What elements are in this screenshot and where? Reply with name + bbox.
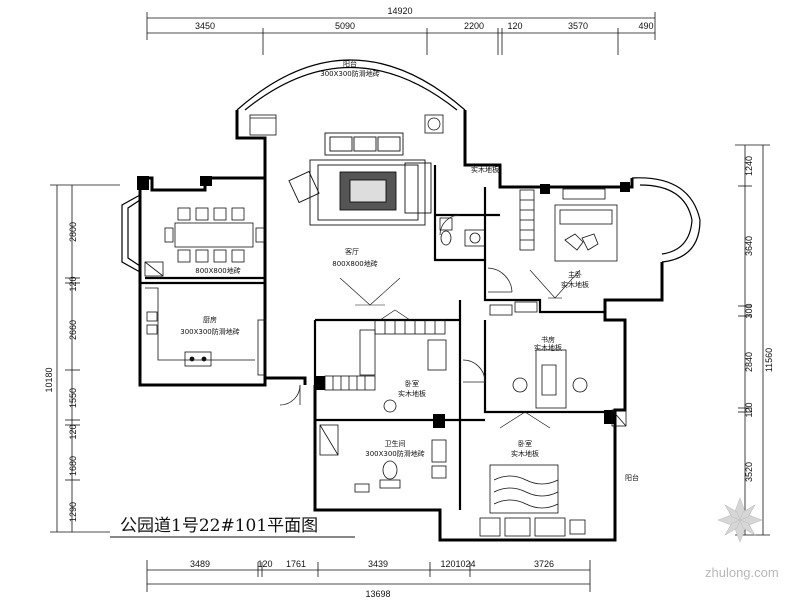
label-bath: 卫生间 xyxy=(385,439,406,448)
label-study: 书房 xyxy=(541,335,555,344)
dim-right-5: 120 xyxy=(744,402,754,417)
label-balcony-east: 阳台 xyxy=(625,473,639,482)
dim-bottom-5: 1201024 xyxy=(440,559,475,569)
dim-top-total: 14920 xyxy=(387,6,412,16)
living-sofa-set xyxy=(288,132,432,226)
dim-left-5: 120 xyxy=(68,424,78,439)
dim-bottom-total: 13698 xyxy=(365,589,390,599)
label-kitchen-floor: 300X300防滑地砖 xyxy=(180,327,240,336)
dining-table-set xyxy=(164,207,265,263)
dim-top-5: 3570 xyxy=(568,21,588,31)
dim-bottom-6: 3726 xyxy=(534,559,554,569)
label-top-right: 实木地板 xyxy=(471,165,499,174)
dim-top-6: 490 xyxy=(638,21,653,31)
dim-bottom-4: 3439 xyxy=(368,559,388,569)
bedroom-2-furniture xyxy=(479,464,586,537)
label-master-bed: 主卧 xyxy=(568,270,582,279)
label-bed3: 卧室 xyxy=(405,379,419,388)
watermark-logo-icon xyxy=(717,497,763,543)
dim-bottom-2: 120 xyxy=(257,559,272,569)
dim-bottom-3: 1761 xyxy=(286,559,306,569)
label-living-floor: 800X800地砖 xyxy=(332,259,378,268)
dim-right-3: 300 xyxy=(744,303,754,318)
dim-left-total: 10180 xyxy=(44,367,54,392)
label-kitchen: 厨房 xyxy=(203,315,217,324)
dim-right-2: 3640 xyxy=(744,236,754,256)
dim-left-1: 2800 xyxy=(68,222,78,242)
dim-right-4: 2840 xyxy=(744,352,754,372)
dim-left-6: 1680 xyxy=(68,456,78,476)
label-living: 客厅 xyxy=(345,247,359,256)
dim-left-3: 2660 xyxy=(68,320,78,340)
dim-top-2: 5090 xyxy=(335,21,355,31)
dim-top-4: 120 xyxy=(507,21,522,31)
dim-right-1: 1240 xyxy=(744,156,754,176)
label-bed2: 卧室 xyxy=(518,439,532,448)
label-study-floor: 实木地板 xyxy=(534,343,562,352)
label-master-bed-floor: 实木地板 xyxy=(561,280,589,289)
label-dining-floor: 800X800地砖 xyxy=(195,266,241,275)
master-bedroom-furniture xyxy=(519,188,618,262)
label-bath-floor: 300X300防滑地砖 xyxy=(365,449,425,458)
study-furniture xyxy=(489,301,588,409)
dim-top-3: 2200 xyxy=(464,21,484,31)
dim-left-2: 120 xyxy=(68,276,78,291)
plan-title: 公园道1号22#101平面图 xyxy=(120,516,318,536)
wardrobe-and-bath-fixtures xyxy=(319,217,627,493)
watermark-text: zhulong.com xyxy=(705,565,779,580)
label-bed2-floor: 实木地板 xyxy=(511,449,539,458)
label-bed3-floor: 实木地板 xyxy=(398,389,426,398)
dim-left-4: 1550 xyxy=(68,388,78,408)
dim-left-7: 1290 xyxy=(68,502,78,522)
dim-bottom-1: 3489 xyxy=(190,559,210,569)
dim-right-6: 3520 xyxy=(744,462,754,482)
dim-top-1: 3450 xyxy=(195,21,215,31)
dim-right-total: 11560 xyxy=(764,348,774,372)
kitchen-counter xyxy=(144,261,267,376)
label-balcony-north: 阳台 xyxy=(343,59,357,68)
label-balcony-north-floor: 300X300防滑地砖 xyxy=(320,69,380,78)
